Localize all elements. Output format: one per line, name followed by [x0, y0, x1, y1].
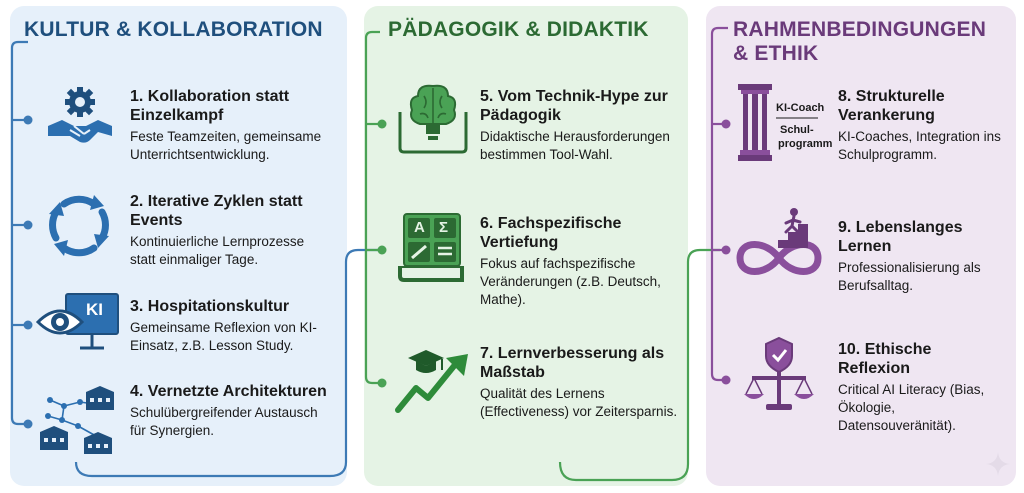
item-desc: Qualität des Lernens (Effectiveness) vor…: [480, 386, 678, 419]
item-desc: Gemeinsame Reflexion von KI-Einsatz, z.B…: [130, 320, 317, 353]
subject-letter-a: A: [414, 219, 425, 236]
pillar-label-ki-coach: KI-Coach: [776, 102, 825, 114]
shield-scale-icon: [744, 336, 814, 410]
item-title: 8. Strukturelle Verankerung: [838, 88, 945, 124]
item-desc: Schulübergreifender Austausch für Synerg…: [130, 405, 318, 438]
item-7: 7. Lernverbesserung als Maßstab Qualität…: [480, 344, 680, 421]
item-8: 8. Strukturelle Verankerung KI-Coaches, …: [838, 87, 1008, 164]
cycle-arrows-icon: [49, 195, 109, 257]
eye-ki-board-icon: KI: [36, 292, 122, 352]
item-6: 6. Fachspezifische Vertiefung Fokus auf …: [480, 214, 680, 309]
subject-book-icon: A Σ: [394, 210, 468, 284]
item-title: 2. Iterative Zyklen statt Events: [130, 193, 303, 229]
brain-tablet-icon: [398, 84, 468, 154]
item-desc: Fokus auf fachspezifische Veränderungen …: [480, 256, 661, 307]
item-3: 3. Hospitationskultur Gemeinsame Reflexi…: [130, 297, 335, 355]
item-title: 6. Fachspezifische Vertiefung: [480, 215, 622, 251]
item-9: 9. Lebenslanges Lernen Professionalisier…: [838, 218, 1008, 295]
ki-board-label: KI: [86, 300, 103, 319]
item-desc: KI-Coaches, Integration ins Schulprogram…: [838, 129, 1001, 162]
column-title-rahmenbedingungen: RAHMENBEDINGUNGEN & ETHIK: [733, 18, 987, 65]
item-1: 1. Kollaboration statt Einzelkampf Feste…: [130, 87, 330, 164]
pillar-label-schul: Schul-: [780, 124, 814, 136]
item-title: 9. Lebenslanges Lernen: [838, 219, 963, 255]
column-title-kultur: KULTUR & KOLLABORATION: [24, 18, 323, 41]
item-desc: Kontinuierliche Lernprozesse statt einma…: [130, 234, 305, 267]
graduation-growth-icon: [395, 350, 468, 413]
pillar-label-programm: programm: [778, 138, 833, 150]
handshake-gear-icon: [48, 87, 112, 143]
item-title: 4. Vernetzte Architekturen: [130, 383, 327, 400]
item-10: 10. Ethische Reflexion Critical AI Liter…: [838, 340, 1003, 435]
item-5: 5. Vom Technik-Hype zur Pädagogik Didakt…: [480, 87, 685, 164]
subject-letter-sigma: Σ: [439, 219, 449, 236]
item-title: 7. Lernverbesserung als Maßstab: [480, 345, 665, 381]
pillar-icon: KI-Coach Schul- programm: [738, 84, 833, 164]
item-title: 1. Kollaboration statt Einzelkampf: [130, 88, 290, 124]
item-desc: Didaktische Herausforderungen bestimmen …: [480, 129, 670, 162]
infinity-climber-icon: [736, 208, 822, 275]
item-desc: Feste Teamzeiten, gemeinsame Unterrichts…: [130, 129, 322, 162]
item-desc: Critical AI Literacy (Bias, Ökologie, Da…: [838, 382, 985, 433]
item-title: 5. Vom Technik-Hype zur Pädagogik: [480, 88, 668, 124]
item-4: 4. Vernetzte Architekturen Schulübergrei…: [130, 382, 330, 440]
item-desc: Professionalisierung als Berufsalltag.: [838, 260, 981, 293]
item-title: 3. Hospitationskultur: [130, 298, 290, 315]
item-2: 2. Iterative Zyklen statt Events Kontinu…: [130, 192, 330, 269]
sparkle-icon: [986, 452, 1010, 476]
item-title: 10. Ethische Reflexion: [838, 341, 932, 377]
column-title-paedagogik: PÄDAGOGIK & DIDAKTIK: [388, 18, 649, 41]
school-network-icon: [40, 386, 114, 454]
